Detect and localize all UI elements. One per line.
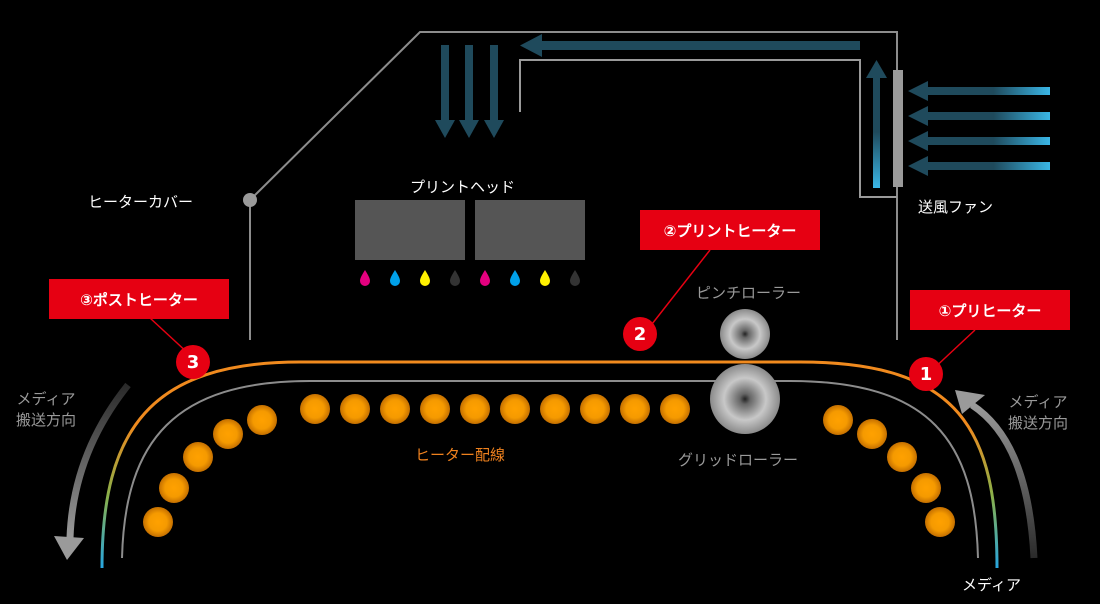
heater-dot xyxy=(460,394,490,424)
airflow-duct xyxy=(519,59,897,198)
heater-dot xyxy=(159,473,189,503)
callout-leaders xyxy=(149,249,976,373)
transport-left-line1: メディア xyxy=(16,390,76,408)
heater-dot xyxy=(380,394,410,424)
airflow-down-arrows xyxy=(435,45,504,138)
ink-drop-magenta xyxy=(480,270,490,286)
heater-dot xyxy=(823,405,853,435)
heater-dot xyxy=(183,442,213,472)
transport-direction-left-label: メディア 搬送方向 xyxy=(16,389,76,431)
heater-dot xyxy=(540,394,570,424)
heater-dot xyxy=(911,473,941,503)
ink-drop-black xyxy=(570,270,580,286)
fan-body xyxy=(893,70,903,187)
grid-roller-label: グリッドローラー xyxy=(678,451,799,469)
print-heater-label: ②プリントヒーター xyxy=(640,210,820,250)
heater-dot xyxy=(857,419,887,449)
post-heater-label: ③ポストヒーター xyxy=(49,279,229,319)
heater-cover-label: ヒーターカバー xyxy=(88,193,194,211)
heater-cover-pivot xyxy=(243,193,257,207)
ink-drop-cyan xyxy=(390,270,400,286)
print-heater-number: 2 xyxy=(623,317,657,351)
heater-wiring-label: ヒーター配線 xyxy=(415,446,506,464)
heater-dot xyxy=(213,419,243,449)
pinch-roller xyxy=(720,309,770,359)
media-label: メディア xyxy=(962,576,1021,594)
media-path xyxy=(121,380,979,559)
heater-dot xyxy=(300,394,330,424)
fan-up-arrow xyxy=(866,60,887,188)
transport-arrow-left xyxy=(54,382,131,560)
pinch-roller-label: ピンチローラー xyxy=(696,284,802,302)
ink-drop-black xyxy=(450,270,460,286)
heater-dot xyxy=(247,405,277,435)
heater-dot xyxy=(660,394,690,424)
heater-dot xyxy=(420,394,450,424)
fan-label: 送風ファン xyxy=(918,198,994,216)
ink-drop-cyan xyxy=(510,270,520,286)
pre-heater-number: 1 xyxy=(909,357,943,391)
heater-dot xyxy=(143,507,173,537)
ink-drop-magenta xyxy=(360,270,370,286)
ink-drop-yellow xyxy=(420,270,430,286)
ink-drop-yellow xyxy=(540,270,550,286)
transport-direction-right-label: メディア 搬送方向 xyxy=(1008,392,1068,434)
heater-dot xyxy=(620,394,650,424)
pre-heater-label: ①プリヒーター xyxy=(910,290,1070,330)
airflow-top-arrow xyxy=(520,34,860,57)
fan-intake-arrows xyxy=(908,81,1050,176)
heater-dot xyxy=(500,394,530,424)
heater-dot xyxy=(925,507,955,537)
heater-dot xyxy=(340,394,370,424)
transport-arrow-right xyxy=(955,390,1038,559)
print-head-label: プリントヘッド xyxy=(410,178,516,196)
print-head-right xyxy=(475,200,585,260)
transport-right-line2: 搬送方向 xyxy=(1008,414,1069,432)
heater-dot xyxy=(580,394,610,424)
transport-right-line1: メディア xyxy=(1008,393,1068,411)
print-head-left xyxy=(355,200,465,260)
ink-drops xyxy=(360,270,580,286)
heater-wiring-dots xyxy=(143,394,955,537)
transport-left-line2: 搬送方向 xyxy=(16,411,77,429)
platen-heater-surface xyxy=(100,360,999,569)
post-heater-number: 3 xyxy=(176,345,210,379)
grid-roller xyxy=(710,364,780,434)
heater-dot xyxy=(887,442,917,472)
